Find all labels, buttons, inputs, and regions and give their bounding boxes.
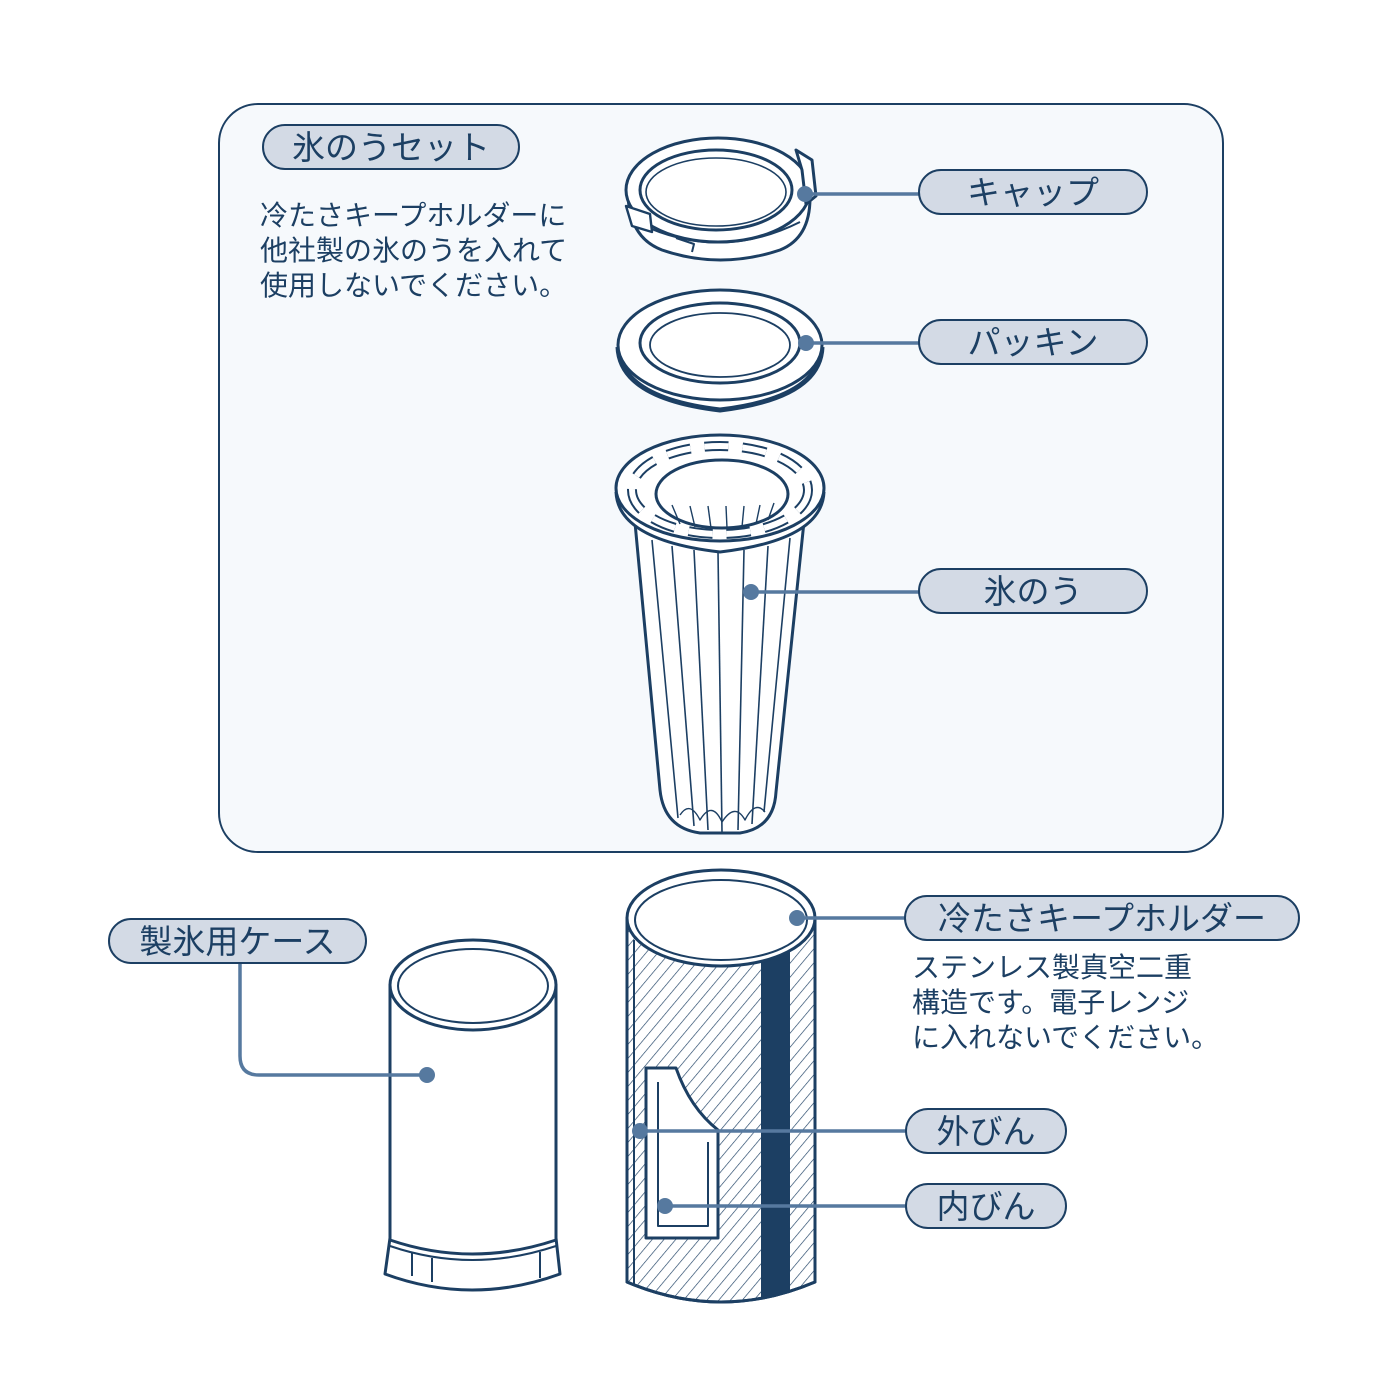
cap-notch [675, 237, 695, 253]
ice-bag-opening [654, 458, 790, 530]
ice-case-top-rim [388, 938, 558, 1032]
packing-inner-edge [649, 312, 791, 378]
outer-bottle-leader-dot [632, 1123, 648, 1139]
ice-case-opening [397, 948, 549, 1024]
holder-leader-dot [789, 910, 805, 926]
holder-note-line: ステンレス製真空二重 [912, 951, 1193, 984]
packing-drawing [615, 288, 825, 413]
packing-leader-dot [798, 335, 814, 351]
cap-leader-dot [797, 186, 813, 202]
holder-dark-stripe [761, 950, 790, 1302]
holder-body-outline [625, 918, 817, 1304]
ice-bag-set-note-line: 使用しないでください。 [260, 269, 568, 302]
cap-opening [638, 148, 794, 232]
ice-bag-label: 氷のう [918, 568, 1148, 614]
ice-case-drawing [383, 938, 562, 1292]
holder-note-line: に入れないでください。 [912, 1021, 1220, 1054]
holder-inner-bottle-outline [657, 1082, 709, 1227]
ice-bag-leader-dot [743, 584, 759, 600]
holder-label: 冷たさキープホルダー [904, 895, 1300, 941]
ice-bag-drawing [614, 433, 826, 835]
outer-bottle-label: 外びん [905, 1108, 1067, 1154]
ice-bag-inner-pleats [671, 502, 775, 529]
packing-label: パッキン [918, 319, 1148, 365]
ice-bag-set-note-line: 他社製の氷のうを入れて [260, 234, 568, 267]
ice-case-leader-line [238, 964, 427, 1077]
inner-bottle-leader-dot [657, 1198, 673, 1214]
ice-case-leader-dot [419, 1067, 435, 1083]
ice-case-body [388, 983, 558, 1256]
cap-drawing [624, 136, 818, 262]
ice-case-label: 製氷用ケース [108, 918, 367, 964]
packing-inner-ring [638, 301, 802, 385]
holder-note-line: 構造です。電子レンジ [912, 986, 1190, 1019]
holder-opening [634, 879, 808, 961]
ice-bag-set-label: 氷のうセット [262, 124, 520, 170]
cap-pull-tab [624, 204, 654, 234]
ice-bag-set-note: 冷たさキープホルダーに 他社製の氷のうを入れて 使用しないでください。 [260, 198, 567, 303]
cap-label: キャップ [918, 169, 1148, 215]
ice-bag-pleats [651, 537, 791, 833]
holder-note: ステンレス製真空二重 構造です。電子レンジ に入れないでください。 [912, 950, 1219, 1055]
ice-bag-set-note-line: 冷たさキープホルダーに [260, 199, 567, 232]
cap-opening-inner [645, 157, 787, 227]
leader-lines [238, 186, 920, 1214]
holder-cutaway-window [644, 1066, 720, 1240]
ice-bag-slots [629, 443, 811, 537]
ice-case-flange-line [389, 1245, 557, 1261]
inner-bottle-label: 内びん [905, 1183, 1067, 1229]
holder-drawing [625, 868, 817, 1304]
